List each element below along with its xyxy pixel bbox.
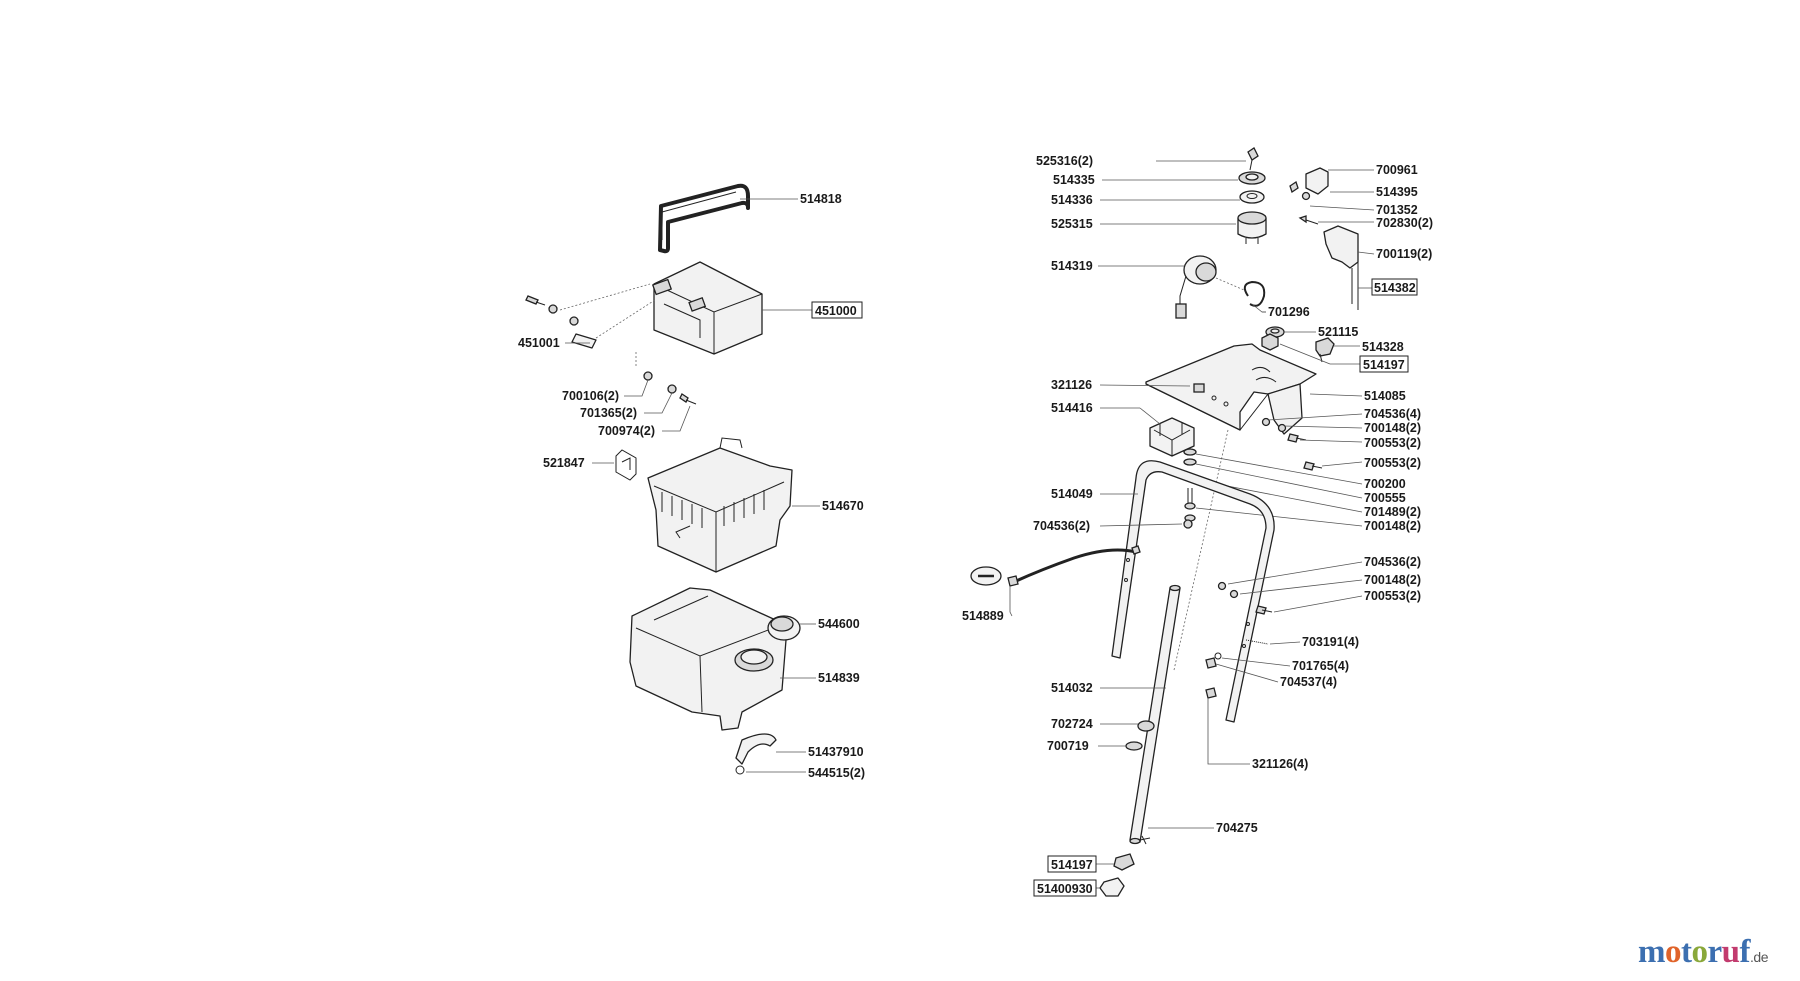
- label-514818: 514818: [800, 192, 842, 206]
- label-525316: 525316(2): [1036, 154, 1093, 168]
- ignition-nut: [1238, 171, 1266, 185]
- label-700555: 700555: [1364, 491, 1406, 505]
- label-521115: 521115: [1318, 325, 1358, 339]
- label-700106: 700106(2): [562, 389, 619, 403]
- label-514032: 514032: [1051, 681, 1093, 695]
- label-51437910: 51437910: [808, 745, 864, 759]
- label-700553-a: 700553(2): [1364, 436, 1421, 450]
- box-514382: [1371, 278, 1418, 296]
- logo-tld: .de: [1750, 949, 1768, 965]
- ignition-switch: [1237, 211, 1267, 244]
- label-700553-c: 700553(2): [1364, 589, 1421, 603]
- logo-letter: r: [1707, 934, 1723, 970]
- battery: [651, 261, 763, 355]
- label-514670: 514670: [822, 499, 864, 513]
- snap-ring: [1243, 280, 1266, 307]
- seat-switch-bracket: [1149, 417, 1195, 457]
- logo-letters: motoruf: [1638, 934, 1750, 970]
- grommet-and-socket: [1261, 326, 1335, 363]
- label-700974: 700974(2): [598, 424, 655, 438]
- ignition-key: [1247, 147, 1259, 171]
- label-525315: 525315: [1051, 217, 1093, 231]
- label-704275: 704275: [1216, 821, 1258, 835]
- label-700553-b: 700553(2): [1364, 456, 1421, 470]
- logo-letter: o: [1691, 934, 1709, 970]
- label-700119: 700119(2): [1376, 247, 1432, 261]
- spring-pin: [1139, 835, 1151, 845]
- label-514328: 514328: [1362, 340, 1404, 354]
- column-bushing: [1137, 720, 1155, 732]
- label-514839: 514839: [818, 671, 860, 685]
- label-514085: 514085: [1364, 389, 1406, 403]
- label-702830: 702830(2): [1376, 216, 1433, 230]
- box-514197-top: [1359, 355, 1409, 373]
- label-514889: 514889: [962, 609, 1004, 623]
- battery-bolts: [635, 352, 697, 405]
- label-544600: 544600: [818, 617, 860, 631]
- switch-bracket: [1289, 167, 1359, 310]
- column-washer: [1125, 741, 1143, 751]
- label-514319: 514319: [1051, 259, 1093, 273]
- label-704537: 704537(4): [1280, 675, 1337, 689]
- logo-letter: o: [1665, 934, 1682, 970]
- label-514197-top: 514197: [1363, 358, 1405, 372]
- label-514049: 514049: [1051, 487, 1093, 501]
- terminal-hardware: [525, 283, 656, 349]
- right-fasteners: [1205, 581, 1273, 699]
- battery-tray: [647, 437, 793, 573]
- battery-strap: [658, 183, 750, 254]
- logo-letter: u: [1721, 934, 1740, 970]
- steering-cap: [1099, 877, 1125, 897]
- label-701365: 701365(2): [580, 406, 637, 420]
- label-321126-b: 321126(4): [1252, 757, 1308, 771]
- steering-column: [1129, 584, 1181, 845]
- label-701765: 701765(4): [1292, 659, 1349, 673]
- washer-left: [1183, 519, 1193, 529]
- logo-letter: t: [1681, 934, 1692, 970]
- label-700148-b: 700148(2): [1364, 519, 1421, 533]
- label-704536-a: 704536(4): [1364, 407, 1421, 421]
- label-514416: 514416: [1051, 401, 1093, 415]
- fuel-cap: [767, 615, 801, 641]
- logo-letter: m: [1638, 934, 1666, 970]
- fuel-tank: [629, 587, 787, 731]
- logo-letter: f: [1739, 934, 1751, 970]
- box-451000: [811, 301, 863, 319]
- label-514335: 514335: [1053, 173, 1095, 187]
- label-701352: 701352: [1376, 203, 1418, 217]
- handle-bar: [1111, 460, 1275, 723]
- label-700961: 700961: [1376, 163, 1418, 177]
- box-514197-bottom: [1047, 855, 1097, 873]
- label-514395: 514395: [1376, 185, 1418, 199]
- label-700148-c: 700148(2): [1364, 573, 1421, 587]
- label-521847: 521847: [543, 456, 585, 470]
- label-700719: 700719: [1047, 739, 1089, 753]
- label-704536-b: 704536(2): [1033, 519, 1090, 533]
- label-321126: 321126: [1051, 378, 1092, 392]
- hour-meter: [1175, 255, 1245, 319]
- label-51400930: 51400930: [1037, 882, 1093, 896]
- retaining-clip: [615, 449, 637, 481]
- motoruf-logo: motoruf.de: [1638, 934, 1768, 971]
- label-701489: 701489(2): [1364, 505, 1421, 519]
- label-704536-c: 704536(2): [1364, 555, 1421, 569]
- label-702724: 702724: [1051, 717, 1093, 731]
- label-451000: 451000: [815, 304, 857, 318]
- label-514382: 514382: [1374, 281, 1416, 295]
- label-701296: 701296: [1268, 305, 1310, 319]
- label-703191: 703191(4): [1302, 635, 1359, 649]
- label-451001: 451001: [518, 336, 560, 350]
- label-514336: 514336: [1051, 193, 1093, 207]
- label-700148-a: 700148(2): [1364, 421, 1421, 435]
- box-51400930: [1033, 879, 1097, 897]
- ignition-washer: [1239, 190, 1265, 204]
- label-514197-bottom: 514197: [1051, 858, 1093, 872]
- label-544515: 544515(2): [808, 766, 865, 780]
- fuel-hose: [735, 733, 777, 775]
- cable-harness: [970, 545, 1141, 587]
- label-700200: 700200: [1364, 477, 1406, 491]
- steering-nut: [1113, 853, 1135, 871]
- dashboard-panel: [1145, 343, 1317, 671]
